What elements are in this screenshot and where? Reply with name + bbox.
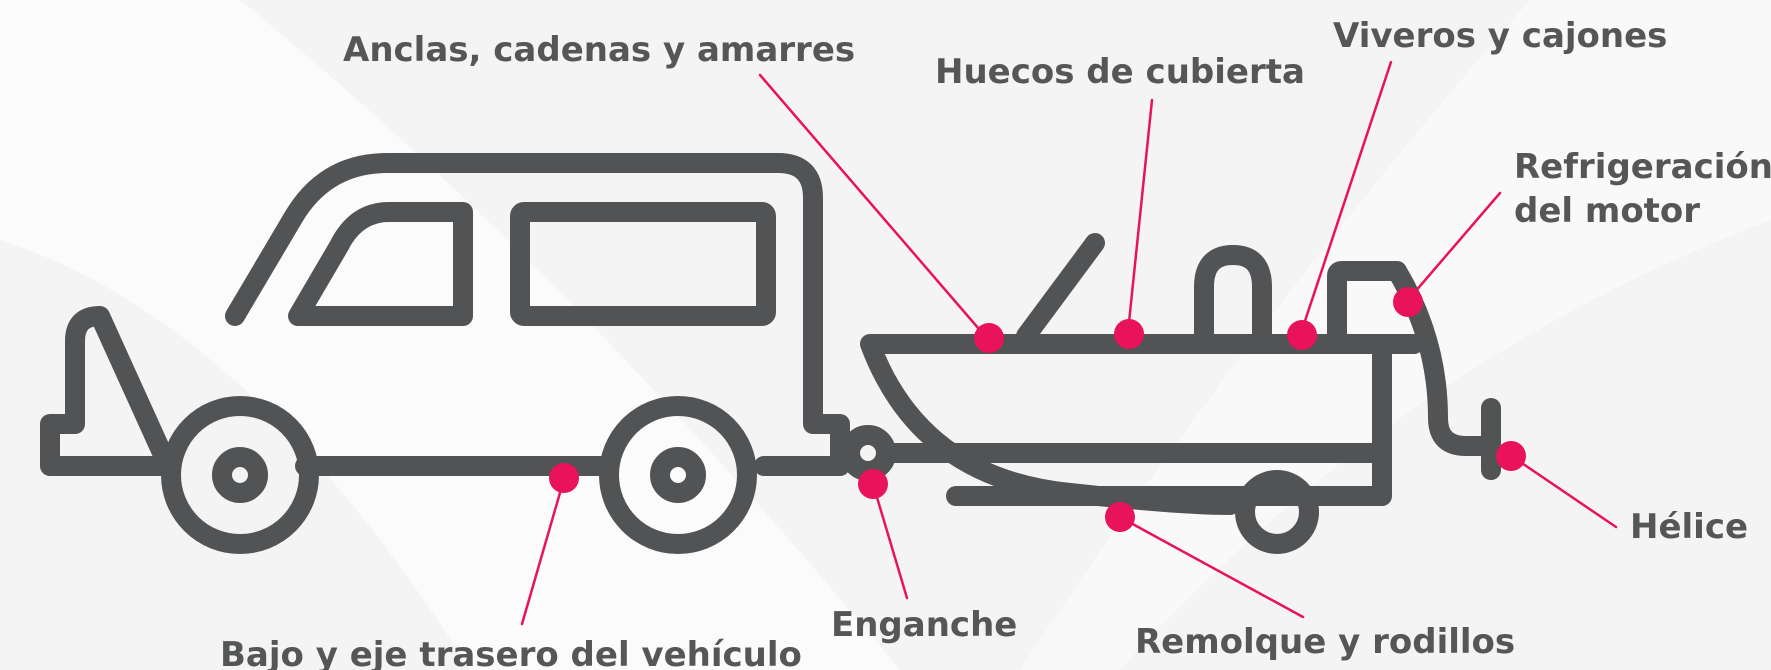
label-vehicle-underbody: Bajo y eje trasero del vehículo — [220, 635, 802, 670]
boat-console-icon — [1194, 245, 1272, 346]
leader-line-hitch — [871, 482, 909, 600]
inspection-markers — [549, 287, 1526, 532]
boat-windshield-icon — [1016, 233, 1105, 346]
label-livewells: Viveros y cajones — [1333, 16, 1668, 56]
label-anchors: Anclas, cadenas y amarres — [343, 30, 856, 70]
label-propeller: Hélice — [1630, 507, 1749, 547]
label-deck-openings: Huecos de cubierta — [935, 52, 1305, 92]
suv-front-window-icon — [288, 202, 473, 326]
suv-rear-window-icon — [510, 202, 776, 326]
boat-stern-icon — [1327, 261, 1500, 456]
outline-group — [40, 153, 1501, 554]
marker-livewells — [1287, 320, 1317, 350]
trailer-wheel-icon — [1235, 470, 1319, 554]
leader-line-deck — [1126, 98, 1154, 334]
leader-line-livewells — [1299, 60, 1393, 335]
marker-cooling — [1393, 287, 1423, 317]
marker-underbody — [549, 463, 579, 493]
leader-line-anchors — [758, 73, 987, 338]
leader-lines — [520, 60, 1618, 626]
leader-line-cooling — [1406, 191, 1502, 302]
leader-line-propeller — [1508, 453, 1618, 529]
label-trailer-rollers: Remolque y rodillos — [1135, 622, 1516, 662]
boat-hull-icon — [860, 334, 1424, 515]
label-engine-cooling-line-1: Refrigeración — [1514, 147, 1771, 187]
marker-propeller — [1496, 441, 1526, 471]
marker-hitch — [858, 469, 888, 499]
marker-deck — [1114, 319, 1144, 349]
leader-line-trailer — [1116, 514, 1305, 619]
label-hitch: Enganche — [831, 605, 1018, 645]
marker-trailer — [1105, 502, 1135, 532]
marker-anchors — [974, 323, 1004, 353]
suv-front-wheel-icon — [161, 396, 319, 554]
label-engine-cooling-line-2: del motor — [1514, 191, 1701, 231]
trailer-frame-icon — [876, 341, 1392, 506]
leader-line-underbody — [520, 477, 566, 626]
suv-front-hub-icon — [212, 447, 268, 503]
label-engine-cooling: Refrigeración del motor — [1514, 145, 1771, 233]
suv-rear-hub-icon — [650, 447, 706, 503]
suv-rear-wheel-icon — [599, 396, 757, 554]
